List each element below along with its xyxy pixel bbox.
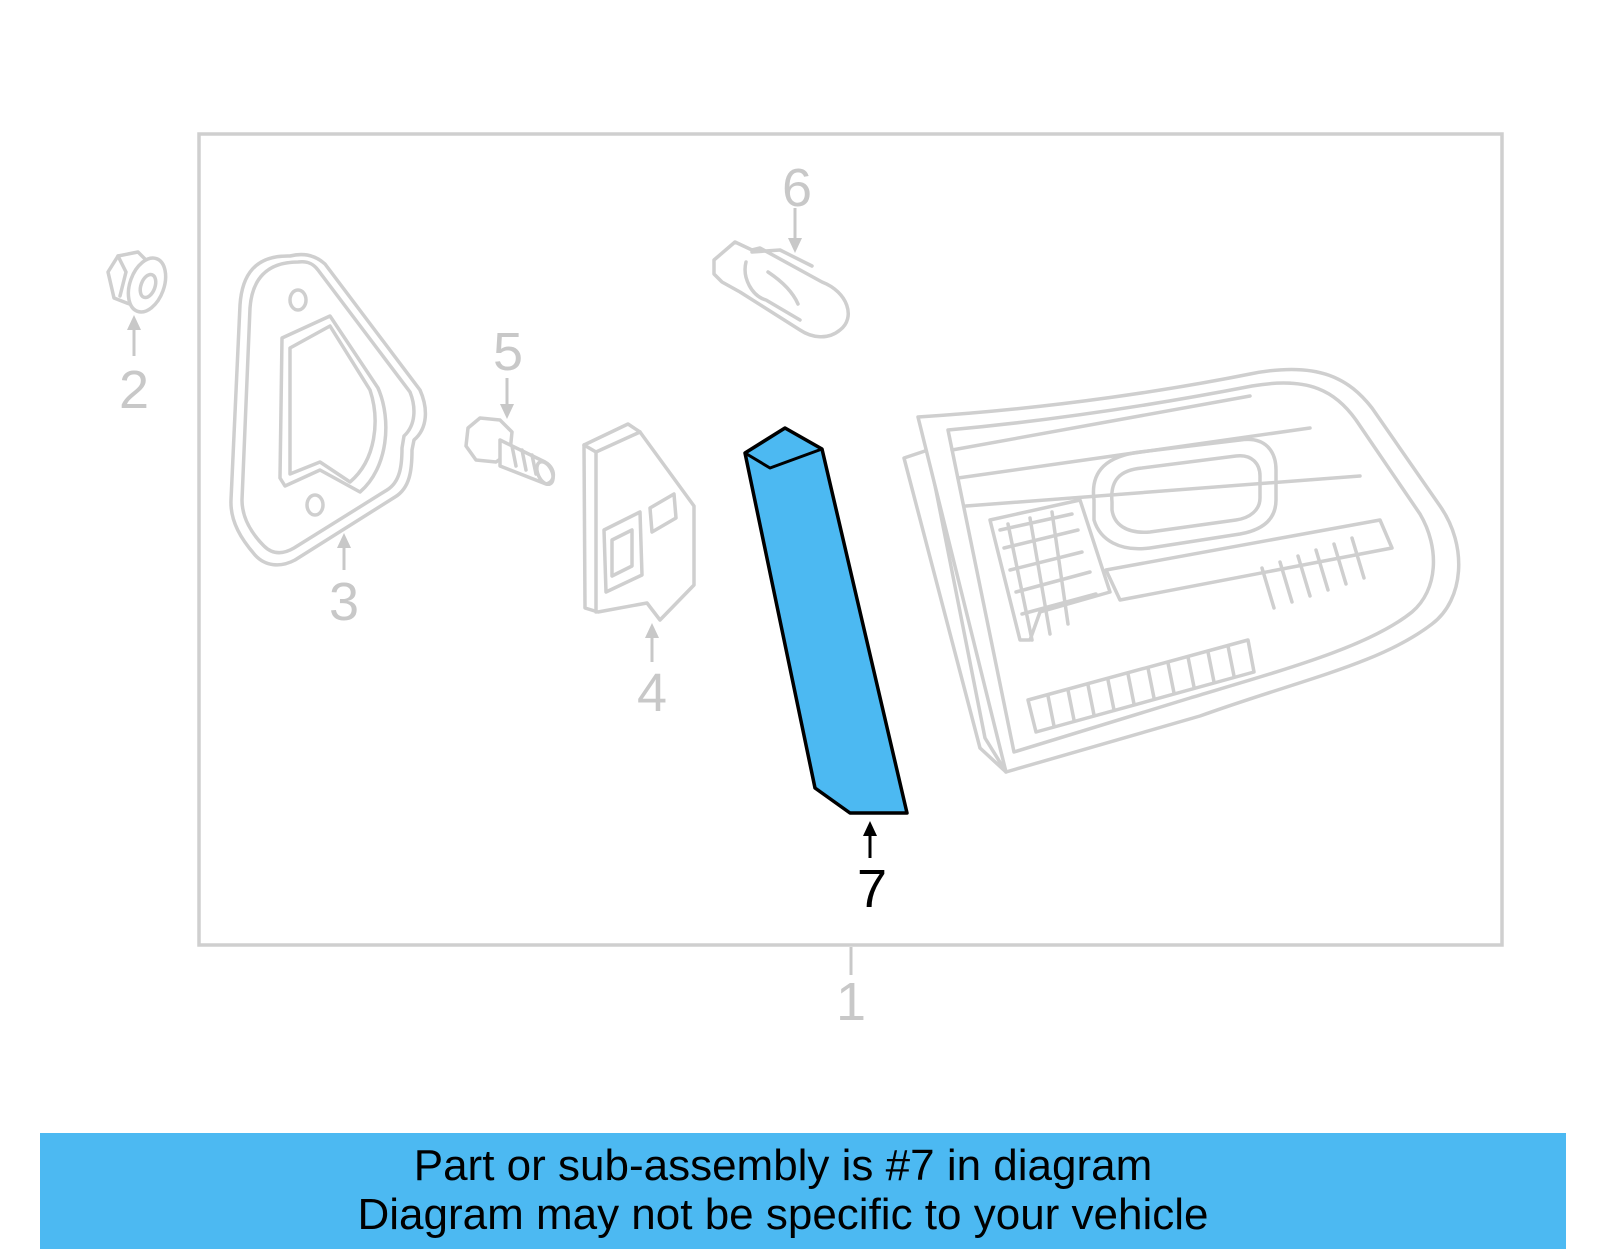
callout-4-arrow (645, 623, 659, 638)
bulb-part-6 (712, 240, 850, 339)
callout-1-number: 1 (836, 972, 866, 1032)
nut-part-2 (106, 250, 168, 314)
caption-line-1: Part or sub-assembly is #7 in diagram (413, 1141, 1153, 1190)
callout-3-arrow (337, 533, 351, 548)
assembly-frame (197, 132, 1504, 947)
gasket-part-3 (229, 252, 428, 567)
reflector-part-7-body (743, 426, 909, 815)
callout-5-number: 5 (493, 322, 523, 382)
callout-5-arrow (500, 404, 514, 419)
callout-7-number: 7 (857, 859, 887, 919)
callout-4-number: 4 (637, 663, 667, 723)
callout-6-number: 6 (782, 158, 812, 218)
caption-line-2: Diagram may not be specific to your vehi… (357, 1190, 1209, 1239)
tail-lamp-housing (902, 367, 1461, 774)
callout-3-number: 3 (329, 572, 359, 632)
caption-bar: Part or sub-assembly is #7 in diagram Di… (40, 1133, 1566, 1249)
callout-2-number: 2 (119, 360, 149, 420)
reflector-part-7-top-edge (744, 447, 823, 470)
bolt-part-5 (464, 416, 556, 487)
callout-6-arrow (788, 238, 802, 253)
callout-7-arrow (863, 821, 877, 836)
reflector-part-7 (743, 426, 909, 815)
bracket-part-4 (582, 422, 696, 622)
callout-2-arrow (127, 315, 141, 330)
